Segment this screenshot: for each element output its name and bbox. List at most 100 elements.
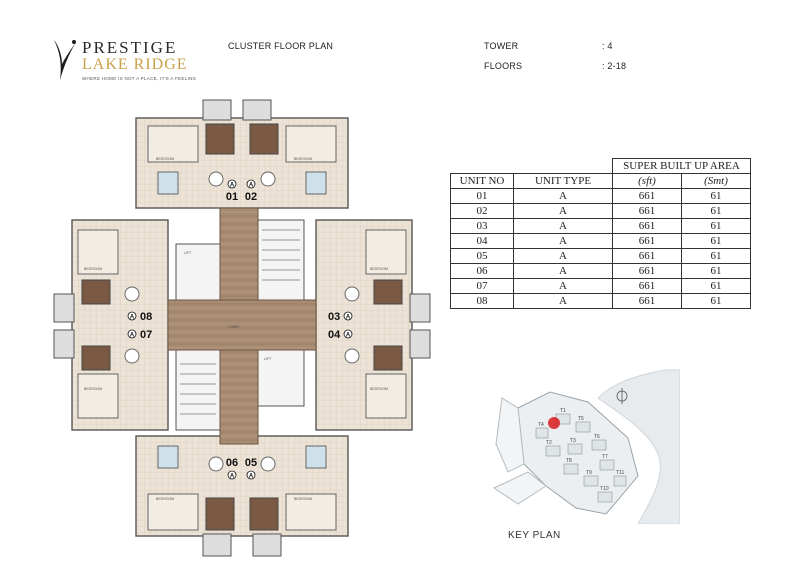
- cell-unit-type: A: [513, 233, 613, 249]
- col-header-unit-type: UNIT TYPE: [513, 173, 613, 189]
- svg-text:A: A: [230, 474, 235, 480]
- room-label: BEDROOM: [370, 387, 388, 391]
- cell-smt: 61: [681, 263, 751, 279]
- table-row: 02 A 661 61: [450, 203, 751, 219]
- page-title: CLUSTER FLOOR PLAN: [228, 41, 334, 51]
- room-label: LIFT: [184, 251, 192, 255]
- svg-text:06: 06: [226, 457, 238, 469]
- room-label: BEDROOM: [370, 267, 388, 271]
- tower-label: TOWER: [484, 41, 519, 51]
- cell-smt: 61: [681, 203, 751, 219]
- highlighted-tower-icon: [548, 417, 560, 429]
- cell-unit-type: A: [513, 203, 613, 219]
- tower-label-t4: T4: [538, 422, 544, 428]
- unit-marker-06: 06 A: [226, 457, 238, 480]
- cell-sft: 661: [612, 188, 682, 204]
- col-header-sft: (sft): [612, 173, 682, 189]
- cell-unit-type: A: [513, 278, 613, 294]
- room-label: LOBBY: [228, 325, 240, 329]
- tower-label-t10: T10: [600, 486, 609, 492]
- cell-sft: 661: [612, 218, 682, 234]
- stair-lower-left: [175, 349, 221, 431]
- tower-label-t2: T2: [546, 440, 552, 446]
- table-row: 03 A 661 61: [450, 218, 751, 234]
- cell-smt: 61: [681, 218, 751, 234]
- cell-sft: 661: [612, 248, 682, 264]
- brand-logo: PRESTIGE LAKE RIDGE WHERE HOME IS NOT A …: [50, 34, 210, 84]
- tower-label-t8: T8: [566, 458, 572, 464]
- key-plan-label: KEY PLAN: [508, 530, 561, 541]
- key-plan-map: T1 T2 T3 T4 T5 T6 T7 T8 T9 T10 T11: [488, 368, 680, 524]
- brand-name-line1: PRESTIGE: [82, 38, 178, 57]
- svg-text:A: A: [130, 315, 135, 321]
- svg-text:02: 02: [245, 191, 257, 203]
- room-label: BEDROOM: [156, 157, 174, 161]
- cell-smt: 61: [681, 233, 751, 249]
- cell-unit-type: A: [513, 218, 613, 234]
- floors-value: : 2-18: [602, 61, 627, 71]
- unit-marker-03: 03 A: [328, 311, 353, 323]
- cell-unit-no: 02: [450, 203, 514, 219]
- room-label: BEDROOM: [84, 267, 102, 271]
- table-row: 01 A 661 61: [450, 188, 751, 204]
- table-row: 05 A 661 61: [450, 248, 751, 264]
- cell-unit-no: 08: [450, 293, 514, 309]
- table-row: 06 A 661 61: [450, 263, 751, 279]
- unit-marker-04: 04 A: [328, 329, 353, 341]
- cell-unit-type: A: [513, 248, 613, 264]
- svg-text:A: A: [249, 183, 254, 189]
- table-group-header: SUPER BUILT UP AREA: [612, 158, 751, 174]
- cell-sft: 661: [612, 263, 682, 279]
- room-label: BEDROOM: [156, 497, 174, 501]
- room-label: BEDROOM: [84, 387, 102, 391]
- wing-left: [53, 219, 169, 431]
- svg-text:07: 07: [140, 329, 152, 341]
- cell-sft: 661: [612, 203, 682, 219]
- cell-unit-type: A: [513, 293, 613, 309]
- tower-label-t9: T9: [586, 470, 592, 476]
- tower-value: : 4: [602, 41, 613, 51]
- brand-name-line2: LAKE RIDGE: [82, 56, 188, 73]
- unit-marker-07: A 07: [127, 329, 152, 341]
- tower-label-t11: T11: [616, 470, 624, 476]
- svg-text:03: 03: [328, 311, 340, 323]
- tower-label-t6: T6: [594, 434, 600, 440]
- unit-marker-01: A 01: [226, 179, 238, 203]
- cell-unit-type: A: [513, 263, 613, 279]
- svg-text:01: 01: [226, 191, 238, 203]
- wing-right: [315, 219, 431, 431]
- cell-smt: 61: [681, 293, 751, 309]
- cell-sft: 661: [612, 233, 682, 249]
- cell-unit-no: 07: [450, 278, 514, 294]
- svg-text:05: 05: [245, 457, 257, 469]
- cell-smt: 61: [681, 188, 751, 204]
- table-row: 07 A 661 61: [450, 278, 751, 294]
- svg-text:A: A: [346, 333, 351, 339]
- cell-smt: 61: [681, 248, 751, 264]
- north-arrow-icon: [616, 388, 628, 404]
- cell-unit-type: A: [513, 188, 613, 204]
- area-table: SUPER BUILT UP AREA UNIT NO UNIT TYPE (s…: [450, 158, 751, 309]
- tower-label-t1: T1: [560, 408, 566, 414]
- floors-label: FLOORS: [484, 61, 523, 71]
- unit-marker-08: A 08: [127, 311, 152, 323]
- cell-unit-no: 01: [450, 188, 514, 204]
- svg-text:04: 04: [328, 329, 341, 341]
- cell-sft: 661: [612, 278, 682, 294]
- table-row: 08 A 661 61: [450, 293, 751, 309]
- svg-text:08: 08: [140, 311, 152, 323]
- wing-bottom: [135, 435, 349, 557]
- room-label: LIFT: [264, 357, 272, 361]
- svg-text:A: A: [249, 474, 254, 480]
- lift-block-upper-left: [175, 243, 221, 301]
- cell-sft: 661: [612, 293, 682, 309]
- room-label: BEDROOM: [294, 497, 312, 501]
- wing-top: [135, 99, 349, 209]
- tower-label-t3: T3: [570, 438, 576, 444]
- table-row: 04 A 661 61: [450, 233, 751, 249]
- cell-smt: 61: [681, 278, 751, 294]
- cluster-floor-plan: A 01 A 02 03 A 04 A 06 A 05 A: [53, 99, 431, 557]
- corridor-horizontal: [167, 299, 317, 351]
- cell-unit-no: 03: [450, 218, 514, 234]
- brand-tagline: WHERE HOME IS NOT A PLACE, IT'S A FEELIN…: [82, 76, 197, 81]
